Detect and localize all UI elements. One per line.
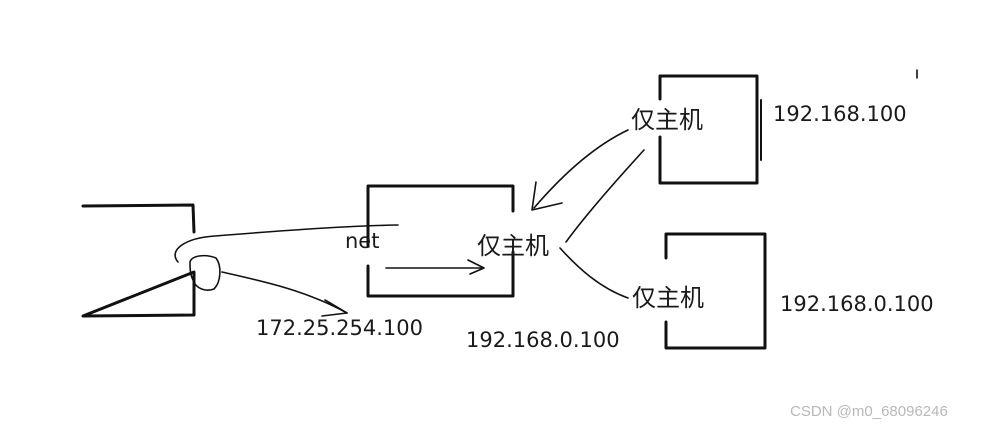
link-to-top-right [533,129,629,209]
top-right-host-label: 仅主机 [631,106,703,134]
bottom-right-node-ip: 192.168.0.100 [780,292,934,316]
watermark: CSDN @m0_68096246 [790,403,948,420]
interface-blob [189,254,221,291]
net-to-host-arrow-head [467,259,485,275]
arrow-to-left-ip [221,271,348,314]
left-node-box [81,203,196,318]
center-host-label: 仅主机 [477,232,549,260]
link-to-top-right-arrowhead [531,181,563,211]
link-left-to-net [174,224,399,263]
net-label: net [345,229,380,253]
top-right-node-ip: 192.168.100 [773,102,907,126]
link-top-right-return [565,149,645,243]
link-to-bottom-right [559,247,629,299]
bottom-right-host-label: 仅主机 [632,284,704,312]
top-right-node-box [658,74,759,185]
bottom-right-node-box [664,232,767,350]
arrow-to-left-ip-head [321,299,348,317]
center-node-ip: 192.168.0.100 [466,328,620,352]
left-node-ip: 172.25.254.100 [256,316,423,340]
center-node-box [366,184,515,298]
